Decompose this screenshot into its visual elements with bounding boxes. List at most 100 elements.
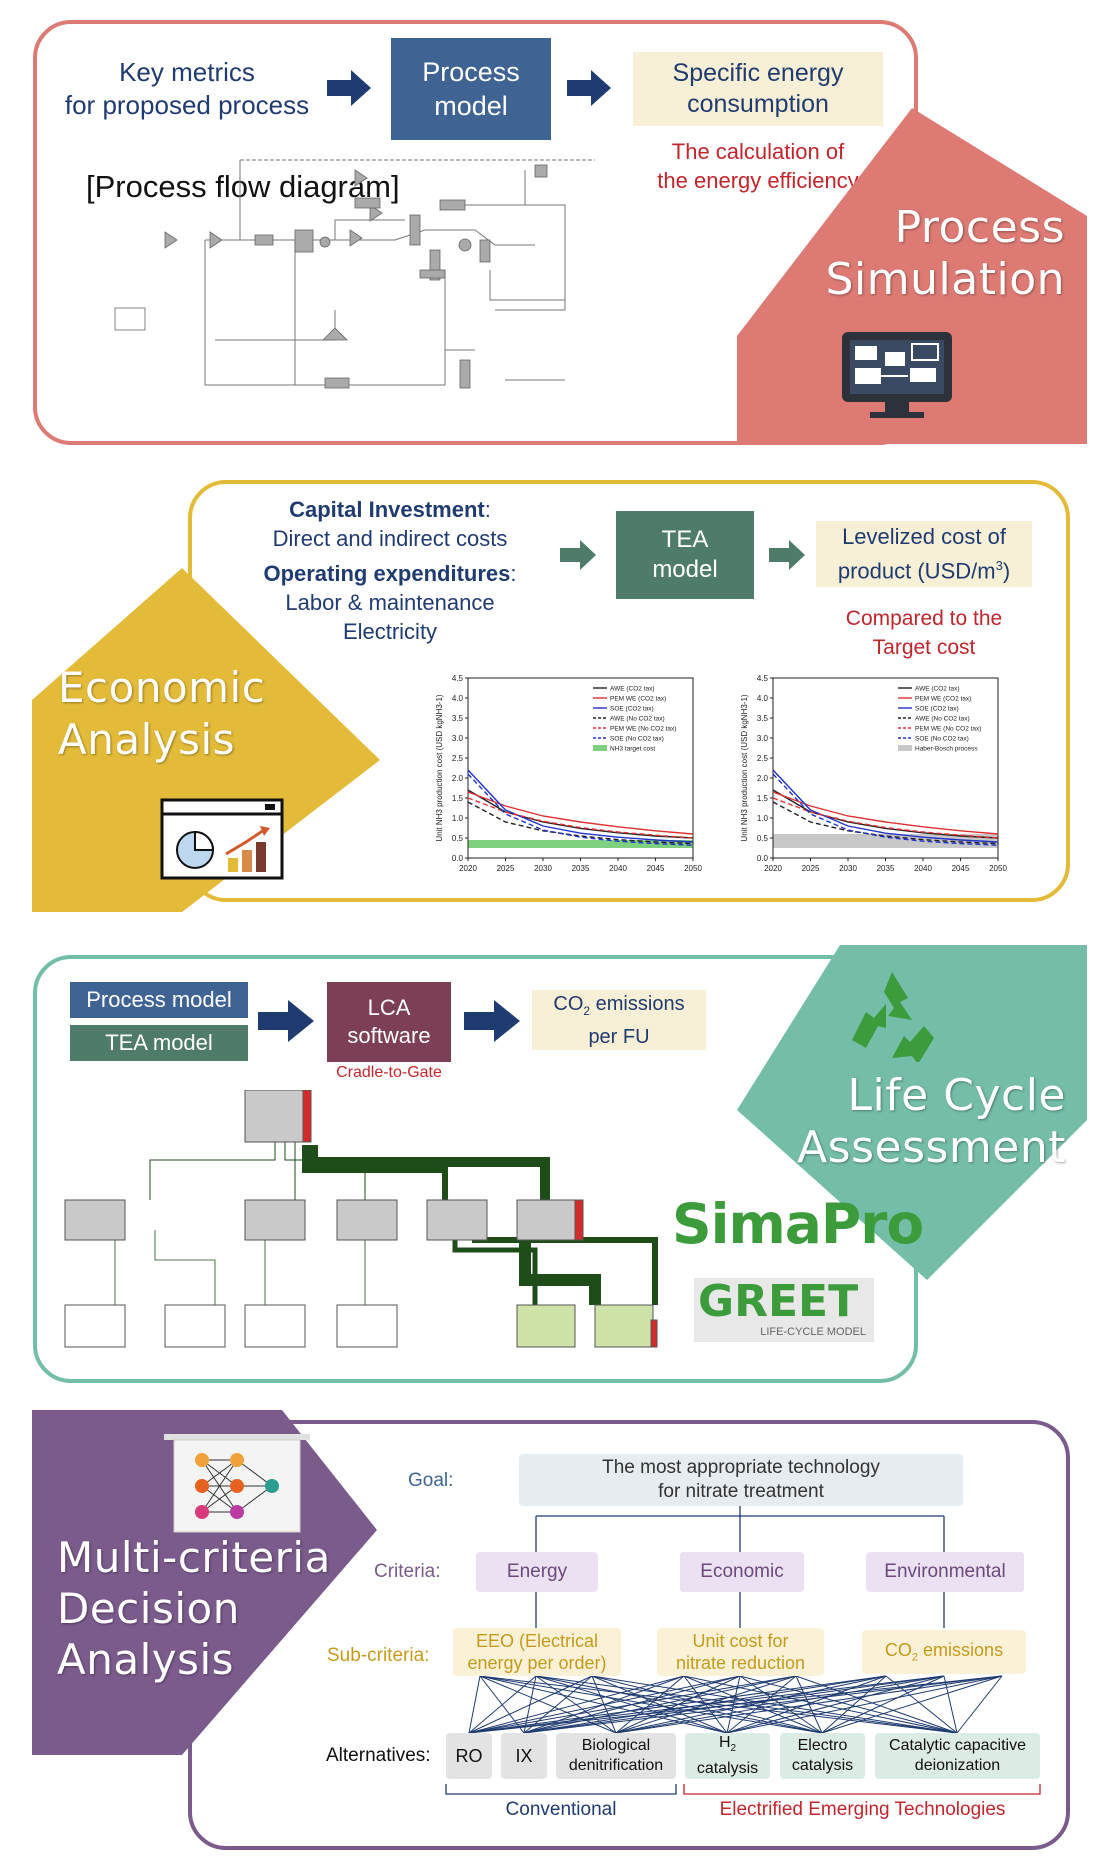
subcriterion-unit-cost: Unit cost for nitrate reduction xyxy=(657,1628,824,1676)
series-line xyxy=(467,801,694,845)
levelized-cost-box: Levelized cost of product (USD/m3) xyxy=(816,521,1032,587)
legend-label: PEM WE (CO2 tax) xyxy=(610,696,666,703)
process-model-tag: Process model xyxy=(70,982,248,1018)
process-simulation-title: Process Simulation xyxy=(825,202,1065,305)
hierarchy-link xyxy=(739,1675,958,1734)
capex-label: Capital Investment xyxy=(289,497,485,522)
lca-title: Life Cycle Assessment xyxy=(797,1070,1066,1173)
hierarchy-link xyxy=(523,1675,797,1734)
y-tick-label: 3.5 xyxy=(757,714,769,723)
simapro-network-diagram xyxy=(64,1090,658,1348)
y-tick-label: 0.0 xyxy=(452,854,464,863)
y-tick-label: 2.0 xyxy=(757,774,769,783)
y-tick-label: 4.0 xyxy=(757,694,769,703)
hierarchy-link xyxy=(523,1675,1003,1734)
arrow-right-icon xyxy=(567,70,611,106)
target-band xyxy=(773,834,998,848)
mcda-title: Multi-criteria Decision Analysis xyxy=(57,1533,331,1684)
legend-swatch xyxy=(898,745,912,751)
x-tick-label: 2050 xyxy=(989,864,1007,873)
y-tick-label: 4.0 xyxy=(452,694,464,703)
x-tick-label: 2030 xyxy=(839,864,857,873)
criterion-energy: Energy xyxy=(476,1552,598,1592)
series-line xyxy=(772,797,999,839)
alt-ccdi: Catalytic capacitive deionization xyxy=(875,1733,1040,1779)
x-tick-label: 2045 xyxy=(952,864,970,873)
y-tick-label: 1.0 xyxy=(757,814,769,823)
subcriterion-eeo: EEO (Electrical energy per order) xyxy=(453,1628,621,1676)
hierarchy-link xyxy=(683,1675,958,1734)
arrow-right-icon xyxy=(258,1000,314,1042)
y-tick-label: 0.5 xyxy=(757,834,769,843)
hierarchy-link xyxy=(468,1675,741,1734)
hierarchy-link xyxy=(726,1675,945,1734)
x-tick-label: 2030 xyxy=(534,864,552,873)
criteria-label: Criteria: xyxy=(374,1561,441,1582)
goal-label: Goal: xyxy=(408,1470,454,1491)
tea-model-box: TEA model xyxy=(616,511,754,599)
subcriteria-label: Sub-criteria: xyxy=(327,1645,430,1666)
lca-badge xyxy=(737,945,1087,1280)
opex-label: Operating expenditures xyxy=(263,561,511,586)
y-tick-label: 4.5 xyxy=(757,674,769,683)
y-tick-label: 1.5 xyxy=(757,794,769,803)
group-brackets xyxy=(445,1784,1041,1795)
legend-label: PEM WE (No CO2 tax) xyxy=(610,726,676,733)
criterion-environmental: Environmental xyxy=(866,1552,1024,1592)
legend-label: SOE (CO2 tax) xyxy=(915,706,959,713)
cradle-to-gate-label: Cradle-to-Gate xyxy=(336,1064,442,1081)
opex-detail-1: Labor & maintenance xyxy=(285,590,495,615)
series-line xyxy=(467,769,694,843)
legend-label: SOE (No CO2 tax) xyxy=(610,736,664,743)
pfd-label: [Process flow diagram] xyxy=(86,169,400,204)
alt-ix: IX xyxy=(501,1733,547,1779)
series-line xyxy=(772,773,999,846)
goal-box: The most appropriate technology for nitr… xyxy=(519,1454,963,1506)
alternatives-label: Alternatives: xyxy=(326,1745,431,1766)
target-band xyxy=(468,840,693,848)
x-tick-label: 2045 xyxy=(647,864,665,873)
arrow-right-icon xyxy=(327,70,371,106)
lca-software-box: LCA software xyxy=(327,982,451,1062)
process-simulation-badge xyxy=(737,108,1087,444)
y-tick-label: 0.0 xyxy=(757,854,769,863)
hierarchy-link xyxy=(468,1675,945,1734)
y-tick-label: 4.5 xyxy=(452,674,464,683)
process-model-box: Process model xyxy=(391,38,551,140)
energy-efficiency-note: The calculation of the energy efficiency xyxy=(657,139,859,193)
hierarchy-link xyxy=(468,1675,685,1734)
y-tick-label: 1.0 xyxy=(452,814,464,823)
legend-label: SOE (CO2 tax) xyxy=(610,706,654,713)
economic-analysis-title: Economic Analysis xyxy=(58,663,266,764)
y-tick-label: 0.5 xyxy=(452,834,464,843)
specific-energy-box: Specific energy consumption xyxy=(633,52,883,126)
target-cost-note: Compared to the Target cost xyxy=(845,607,1003,659)
dashboard-chart-icon xyxy=(160,798,284,880)
y-tick-label: 2.5 xyxy=(452,754,464,763)
legend-swatch xyxy=(593,745,607,751)
legend-label: AWE (CO2 tax) xyxy=(915,686,960,693)
hierarchy-link xyxy=(535,1675,958,1734)
hierarchy-link xyxy=(468,1675,887,1734)
process-flow-diagram xyxy=(114,159,595,389)
alt-ro: RO xyxy=(446,1733,492,1779)
greet-logo: GREET LIFE-CYCLE MODEL xyxy=(694,1278,874,1342)
recycle-icon xyxy=(852,972,934,1062)
hierarchy-link xyxy=(591,1675,958,1734)
key-metrics-label: Key metrics for proposed process xyxy=(64,57,310,120)
hierarchy-link xyxy=(468,1675,537,1734)
x-tick-label: 2040 xyxy=(914,864,932,873)
series-line xyxy=(772,769,999,843)
legend-label: AWE (CO2 tax) xyxy=(610,686,655,693)
hierarchy-link xyxy=(468,1675,797,1734)
y-tick-label: 3.0 xyxy=(757,734,769,743)
simapro-logo: SimaPro xyxy=(672,1192,924,1256)
hierarchy-link xyxy=(468,1675,1003,1734)
x-tick-label: 2035 xyxy=(572,864,590,873)
alt-biological-denitrification: Biological denitrification xyxy=(556,1733,676,1779)
legend-label: NH3 target cost xyxy=(610,746,655,753)
y-tick-label: 2.5 xyxy=(757,754,769,763)
monitor-icon xyxy=(842,332,952,418)
